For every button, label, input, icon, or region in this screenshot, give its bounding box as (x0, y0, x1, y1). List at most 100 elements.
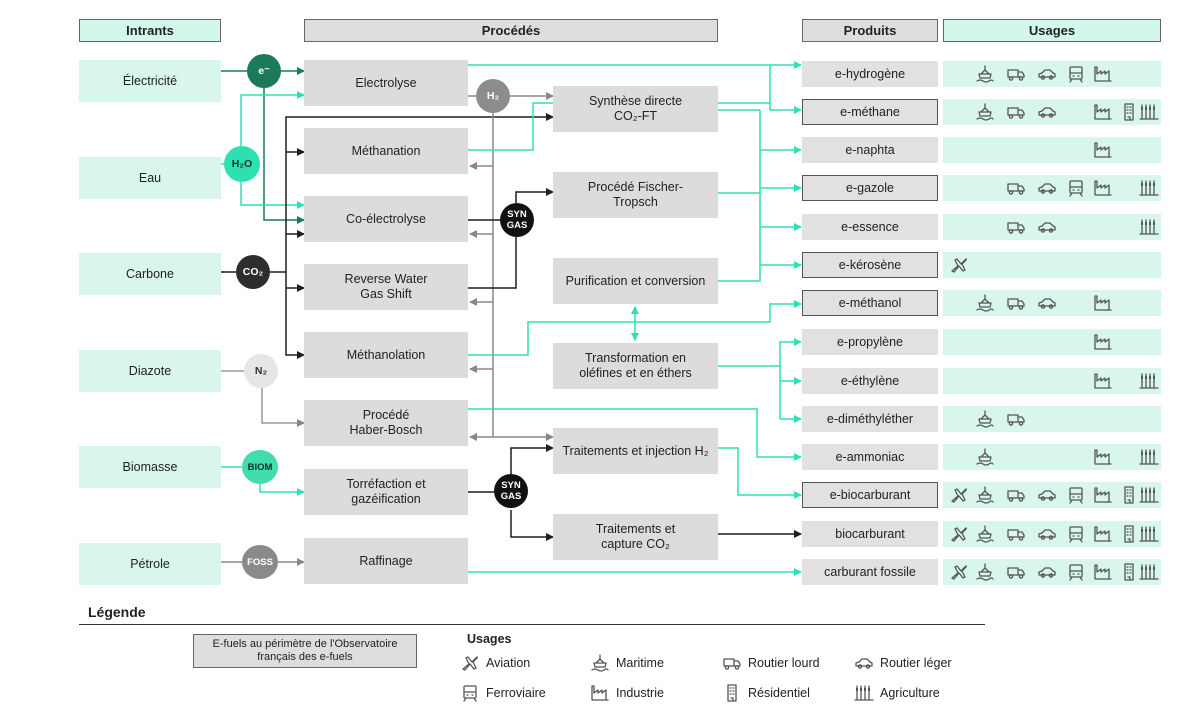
aviation-icon (949, 255, 969, 275)
legend-efuel-label: E-fuels au périmètre de l'Observatoire f… (212, 638, 398, 663)
usage-row (943, 137, 1161, 163)
product-e-gazole: e-gazole (802, 175, 938, 201)
legend-routier-lourd: Routier lourd (722, 653, 820, 673)
usage-row (943, 214, 1161, 240)
car-icon (1037, 485, 1057, 505)
maritime-icon (975, 102, 995, 122)
train-icon (1066, 524, 1086, 544)
usage-row (943, 61, 1161, 87)
proc-fischer-tropsch: Procédé Fischer-Tropsch (553, 172, 718, 218)
factory-icon (1093, 447, 1113, 467)
intrant-petrole: Pétrole (79, 543, 221, 585)
train-icon (1066, 562, 1086, 582)
usage-row (943, 290, 1161, 316)
maritime-icon (590, 653, 610, 673)
truck-icon (1006, 409, 1026, 429)
product-e-methanol: e-méthanol (802, 290, 938, 316)
product-e-essence: e-essence (802, 214, 938, 240)
crops-icon (1139, 562, 1159, 582)
car-icon (854, 653, 874, 673)
crops-icon (1139, 371, 1159, 391)
maritime-icon (975, 293, 995, 313)
proc-coelectrolyse: Co-électrolyse (304, 196, 468, 242)
proc-traitements-co2: Traitements et capture CO₂ (553, 514, 718, 560)
building-icon (1119, 485, 1139, 505)
header-intrants: Intrants (79, 19, 221, 42)
factory-icon (1093, 178, 1113, 198)
building-icon (1119, 102, 1139, 122)
product-e-kerosene: e-kérosène (802, 252, 938, 278)
proc-methanation: Méthanation (304, 128, 468, 174)
car-icon (1037, 102, 1057, 122)
proc-electrolyse: Electrolyse (304, 60, 468, 106)
car-icon (1037, 524, 1057, 544)
legend-routier-lourd-label: Routier lourd (748, 656, 820, 670)
proc-olefines: Transformation en oléfines et en éthers (553, 343, 718, 389)
car-icon (1037, 64, 1057, 84)
legend-residentiel-label: Résidentiel (748, 686, 810, 700)
product-e-naphta: e-naphta (802, 137, 938, 163)
header-produits: Produits (802, 19, 938, 42)
train-icon (460, 683, 480, 703)
co2-node: CO₂ (236, 255, 270, 289)
product-e-propylene: e-propylène (802, 329, 938, 355)
product-e-ethylene: e-éthylène (802, 368, 938, 394)
n2-node: N₂ (244, 354, 278, 388)
legend-ferroviaire: Ferroviaire (460, 683, 546, 703)
maritime-icon (975, 562, 995, 582)
crops-icon (854, 683, 874, 703)
crops-icon (1139, 178, 1159, 198)
legend-aviation: Aviation (460, 653, 530, 673)
legend-routier-leger-label: Routier léger (880, 656, 952, 670)
usage-row (943, 368, 1161, 394)
syngas-node-upper: SYN GAS (500, 203, 534, 237)
intrant-diazote: Diazote (79, 350, 221, 392)
building-icon (1119, 562, 1139, 582)
factory-icon (1093, 64, 1113, 84)
proc-synthese-directe: Synthèse directe CO₂-FT (553, 86, 718, 132)
building-icon (722, 683, 742, 703)
train-icon (1066, 485, 1086, 505)
maritime-icon (975, 524, 995, 544)
product-e-biocarburant: e-biocarburant (802, 482, 938, 508)
factory-icon (1093, 371, 1113, 391)
legend-industrie-label: Industrie (616, 686, 664, 700)
usage-row (943, 99, 1161, 125)
truck-icon (722, 653, 742, 673)
usage-row (943, 406, 1161, 432)
legend-title: Légende (88, 604, 146, 620)
aviation-icon (460, 653, 480, 673)
product-e-hydrogene: e-hydrogène (802, 61, 938, 87)
truck-icon (1006, 293, 1026, 313)
train-icon (1066, 178, 1086, 198)
product-biocarburant: biocarburant (802, 521, 938, 547)
maritime-icon (975, 409, 995, 429)
legend-usages-title: Usages (467, 632, 512, 646)
truck-icon (1006, 524, 1026, 544)
building-icon (1119, 524, 1139, 544)
truck-icon (1006, 64, 1026, 84)
legend-residentiel: Résidentiel (722, 683, 810, 703)
truck-icon (1006, 178, 1026, 198)
proc-rwgs: Reverse Water Gas Shift (304, 264, 468, 310)
proc-haber-bosch: Procédé Haber-Bosch (304, 400, 468, 446)
crops-icon (1139, 102, 1159, 122)
legend-aviation-label: Aviation (486, 656, 531, 670)
usage-row (943, 559, 1161, 585)
legend-maritime: Maritime (590, 653, 664, 673)
usage-row (943, 329, 1161, 355)
proc-methanolation: Méthanolation (304, 332, 468, 378)
maritime-icon (975, 447, 995, 467)
proc-purification: Purification et conversion (553, 258, 718, 304)
crops-icon (1139, 447, 1159, 467)
aviation-icon (949, 524, 969, 544)
factory-icon (590, 683, 610, 703)
maritime-icon (975, 64, 995, 84)
legend-divider (79, 624, 985, 625)
syngas-node-lower: SYN GAS (494, 474, 528, 508)
train-icon (1066, 64, 1086, 84)
legend-agriculture: Agriculture (854, 683, 940, 703)
product-carburant-fossile: carburant fossile (802, 559, 938, 585)
legend-routier-leger: Routier léger (854, 653, 952, 673)
